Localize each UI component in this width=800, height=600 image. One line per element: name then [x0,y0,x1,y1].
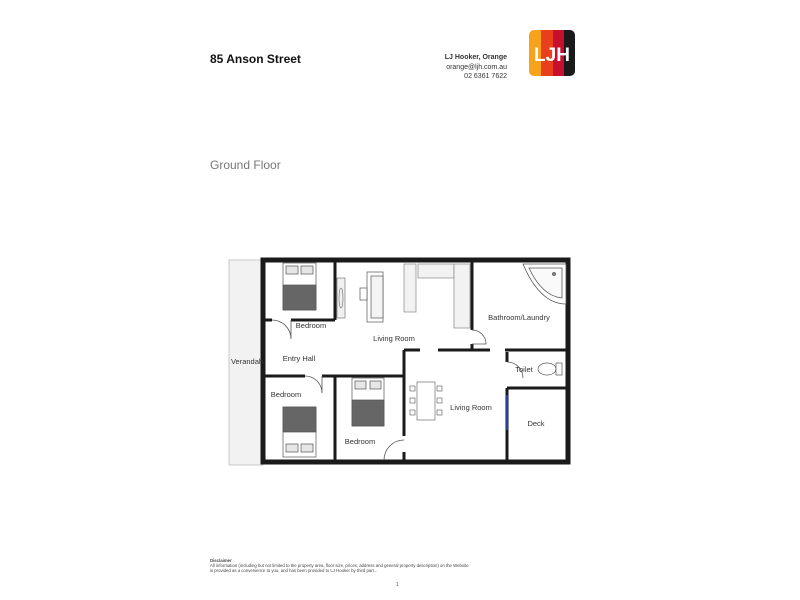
outer-wall [260,257,571,465]
room-label-verandah: Verandah [231,357,263,366]
agency-email: orange@ljh.com.au [446,63,507,71]
room-label-living-room-bottom: Living Room [450,403,492,412]
room-label-deck: Deck [527,419,544,428]
bed-bottom-left [282,406,317,458]
toilet-fixture [537,362,563,376]
door-swings [271,319,524,461]
room-label-bedroom-bottom-mid: Bedroom [345,437,375,446]
sofa [359,271,384,323]
agency-name: LJ Hooker, Orange [444,54,507,61]
agency-contact: LJ Hooker, Orange orange@ljh.com.au 02 6… [420,53,507,82]
agency-phone: 02 6361 7622 [464,73,507,80]
room-label-bedroom-bottom-left: Bedroom [271,390,301,399]
disclaimer-text: All information (including but not limit… [210,563,469,573]
verandah-area [228,259,264,466]
corner-bath [522,263,567,305]
wardrobe [336,277,346,319]
logo-text: LJH [534,45,570,66]
page-number: 1 [396,582,399,588]
room-label-living-room-top: Living Room [373,334,415,343]
logo-stripe-4 [564,30,575,76]
room-label-bathroom-laundry: Bathroom/Laundry [488,313,550,322]
floor-title: Ground Floor [210,158,281,172]
floor-plan: Bedroom Living Room Bathroom/Laundry Ent… [228,257,571,466]
bed-top-left [282,262,317,311]
property-address: 85 Anson Street [210,52,301,66]
disclaimer-title: Disclaimer [210,558,232,563]
logo-stripe-1 [529,30,541,76]
room-label-toilet: Toilet [515,365,533,374]
room-label-bedroom-top-left: Bedroom [296,321,326,330]
ljh-logo: LJH [529,30,575,76]
dining-table [409,381,443,421]
rug-icon [338,287,344,309]
room-label-entry-hall: Entry Hall [283,354,316,363]
logo-stripe-3 [553,30,564,76]
kitchen-benches [403,263,471,329]
logo-stripe-2 [541,30,553,76]
bed-bottom-mid [351,377,385,427]
disclaimer: Disclaimer All information (including bu… [210,558,470,573]
